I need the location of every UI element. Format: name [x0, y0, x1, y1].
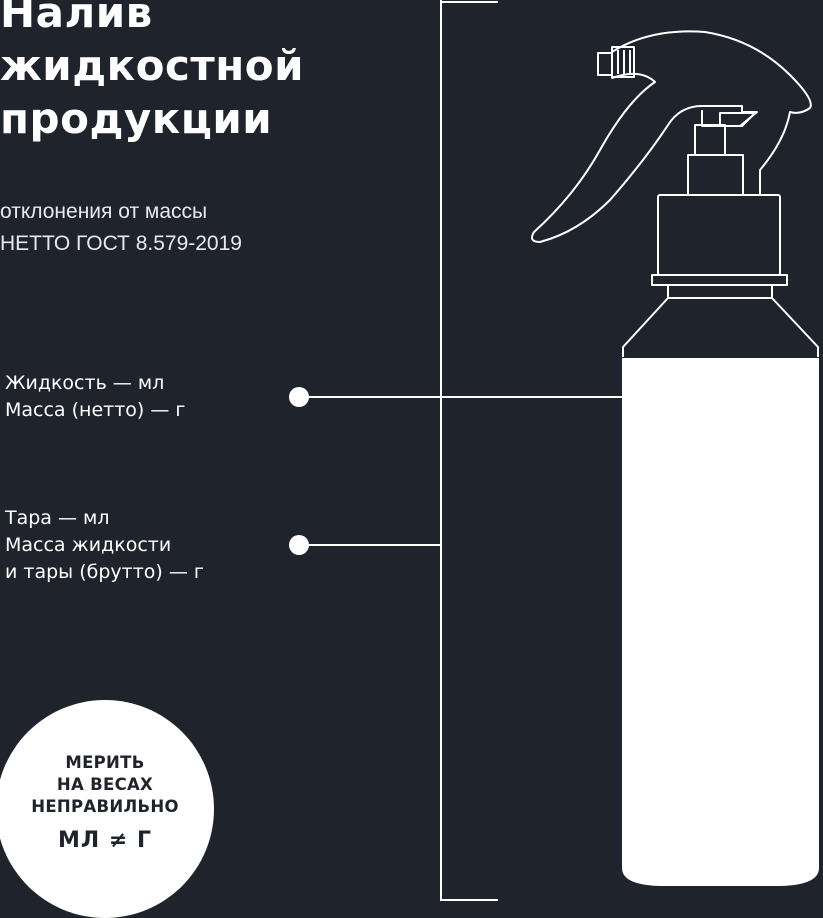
- badge-text: МЕРИТЬ НА ВЕСАХ НЕПРАВИЛЬНО: [0, 752, 214, 818]
- liquid-label-line-1: Жидкость — мл: [5, 372, 165, 394]
- liquid-label: Жидкость — мл Масса (нетто) — г: [5, 370, 185, 424]
- liquid-pointer: [289, 387, 622, 407]
- tare-label-line-3: и тары (брутто) — г: [5, 561, 204, 583]
- badge-line-3: НЕПРАВИЛЬНО: [31, 797, 179, 816]
- title-line-3: продукции: [0, 94, 273, 143]
- badge-line-2: НА ВЕСАХ: [56, 775, 154, 794]
- bracket-line: [440, 0, 498, 901]
- tare-label: Тара — мл Масса жидкости и тары (брутто)…: [5, 505, 204, 586]
- tare-pointer: [289, 535, 441, 555]
- liquid-label-line-2: Масса (нетто) — г: [5, 399, 186, 421]
- tare-label-line-1: Тара — мл: [5, 507, 110, 529]
- tare-label-line-2: Масса жидкости: [5, 534, 172, 556]
- warning-badge: МЕРИТЬ НА ВЕСАХ НЕПРАВИЛЬНО МЛ ≠ Г: [0, 700, 214, 918]
- subtitle: отклонения от массы НЕТТО ГОСТ 8.579-201…: [0, 196, 242, 260]
- bottle-liquid: [622, 358, 819, 886]
- title-line-2: жидкостной: [0, 41, 305, 90]
- badge-formula: МЛ ≠ Г: [58, 828, 152, 853]
- subtitle-line-2: НЕТТО ГОСТ 8.579-2019: [0, 232, 242, 255]
- page-title: Налив жидкостной продукции: [0, 0, 304, 145]
- title-line-1: Налив: [0, 0, 153, 37]
- bottle-outline: [531, 30, 819, 357]
- subtitle-line-1: отклонения от массы: [0, 200, 208, 223]
- badge-line-1: МЕРИТЬ: [65, 753, 145, 772]
